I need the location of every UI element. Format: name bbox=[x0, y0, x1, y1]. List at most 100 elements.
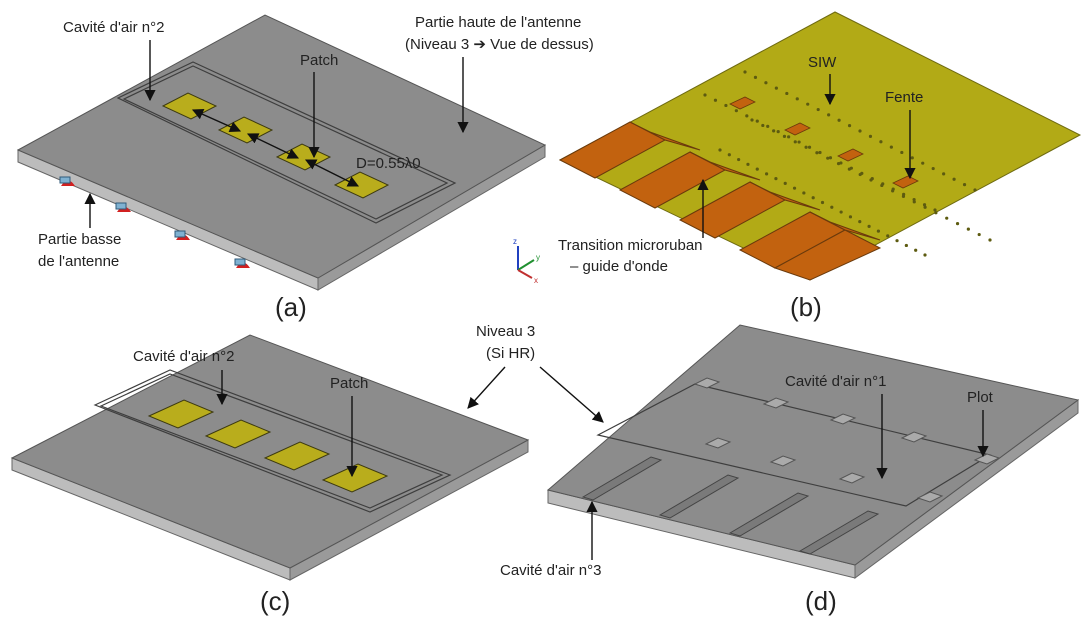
via-hole bbox=[815, 151, 819, 155]
via-hole bbox=[745, 114, 749, 118]
via-hole bbox=[804, 145, 808, 149]
via-hole bbox=[718, 148, 722, 152]
via-hole bbox=[891, 189, 895, 193]
label-plot: Plot bbox=[967, 389, 994, 406]
via-hole bbox=[886, 234, 890, 238]
via-hole bbox=[880, 183, 884, 188]
taper-4 bbox=[809, 211, 881, 241]
via-hole bbox=[785, 91, 789, 96]
via-hole bbox=[776, 129, 780, 134]
via-hole bbox=[816, 107, 820, 112]
via-hole bbox=[977, 232, 981, 237]
label-transition-line1: Transition microruban bbox=[558, 237, 703, 254]
via-hole bbox=[783, 181, 787, 186]
via-hole bbox=[901, 194, 906, 198]
label-spacing: D=0.55λ0 bbox=[356, 155, 421, 172]
slot-2 bbox=[784, 122, 811, 136]
via-hole bbox=[847, 167, 851, 171]
via-hole bbox=[761, 123, 765, 128]
taper-1 bbox=[629, 121, 701, 151]
via-hole bbox=[952, 177, 956, 181]
label-cavity-2-a: Cavité d'air n°2 bbox=[63, 19, 164, 36]
slot-1 bbox=[729, 96, 756, 110]
label-cavity-3: Cavité d'air n°3 bbox=[500, 562, 601, 579]
via-hole bbox=[942, 172, 946, 176]
label-cavity-2-c: Cavité d'air n°2 bbox=[133, 348, 234, 365]
siw-vias bbox=[703, 70, 992, 257]
label-slot: Fente bbox=[885, 89, 923, 106]
label-transition-line2: – guide d'onde bbox=[570, 258, 668, 275]
via-hole bbox=[988, 238, 992, 242]
via-hole bbox=[764, 172, 769, 176]
transition-pad-5 bbox=[773, 229, 882, 281]
via-hole bbox=[923, 253, 927, 257]
via-hole bbox=[782, 134, 787, 138]
via-hole bbox=[923, 205, 927, 209]
plot-4 bbox=[900, 431, 928, 443]
via-hole bbox=[828, 156, 833, 160]
via-hole bbox=[772, 129, 776, 133]
via-hole bbox=[934, 211, 938, 215]
via-hole bbox=[847, 124, 852, 128]
via-hole bbox=[914, 248, 918, 252]
transition-pads bbox=[558, 121, 882, 281]
label-level3-line1: Niveau 3 bbox=[476, 323, 535, 340]
panel-b: SIW Fente Transition microruban – guide … bbox=[513, 11, 1082, 322]
via-hole bbox=[793, 140, 797, 144]
siw-substrate bbox=[558, 11, 1082, 281]
via-hole bbox=[830, 205, 834, 209]
plot-5 bbox=[704, 437, 732, 449]
via-hole bbox=[858, 129, 862, 133]
caption-a: (a) bbox=[275, 292, 307, 322]
patch-c-3 bbox=[263, 441, 331, 471]
via-hole bbox=[904, 243, 908, 248]
axis-triad: z y x bbox=[513, 237, 540, 285]
via-hole bbox=[858, 172, 862, 177]
plot-3 bbox=[829, 413, 857, 425]
axis-y-label: y bbox=[536, 253, 540, 262]
plot-1 bbox=[693, 377, 721, 389]
patch-c-4 bbox=[321, 463, 389, 493]
via-hole bbox=[774, 86, 778, 90]
via-hole bbox=[826, 156, 830, 160]
plot-8 bbox=[916, 491, 944, 503]
label-bottom-part-line2: de l'antenne bbox=[38, 253, 119, 270]
via-hole bbox=[955, 222, 960, 226]
via-hole bbox=[724, 103, 728, 108]
via-hole bbox=[973, 188, 977, 192]
panel-a-slab bbox=[16, 14, 547, 291]
label-top-part-line1: Partie haute de l'antenne bbox=[415, 14, 581, 31]
patch-c-1 bbox=[147, 399, 215, 429]
trench-4 bbox=[798, 510, 880, 555]
via-hole bbox=[889, 145, 893, 149]
via-hole bbox=[867, 224, 871, 228]
via-hole bbox=[753, 75, 758, 79]
panel-c-patches bbox=[147, 399, 389, 493]
via-hole bbox=[912, 200, 916, 204]
panel-a-feet bbox=[59, 176, 250, 268]
label-patch-a: Patch bbox=[300, 52, 338, 69]
via-hole bbox=[755, 119, 759, 123]
via-hole bbox=[848, 215, 853, 219]
plot-6 bbox=[769, 455, 797, 467]
label-bottom-part-line1: Partie basse bbox=[38, 231, 121, 248]
via-hole bbox=[900, 150, 904, 155]
via-hole bbox=[806, 102, 810, 106]
panel-d-plots bbox=[693, 377, 1001, 503]
via-hole bbox=[792, 186, 797, 190]
via-hole bbox=[895, 239, 899, 243]
via-hole bbox=[839, 210, 843, 214]
caption-c: (c) bbox=[260, 586, 290, 616]
via-hole bbox=[766, 124, 770, 128]
via-hole bbox=[931, 166, 935, 171]
panel-a: Cavité d'air n°2 Partie haute de l'anten… bbox=[16, 14, 594, 322]
via-hole bbox=[858, 219, 862, 224]
cavity-3-trenches bbox=[581, 456, 880, 555]
via-hole bbox=[876, 229, 881, 233]
patch-c-2 bbox=[204, 419, 272, 449]
via-hole bbox=[797, 140, 801, 144]
via-hole bbox=[811, 196, 815, 200]
via-hole bbox=[966, 227, 970, 231]
